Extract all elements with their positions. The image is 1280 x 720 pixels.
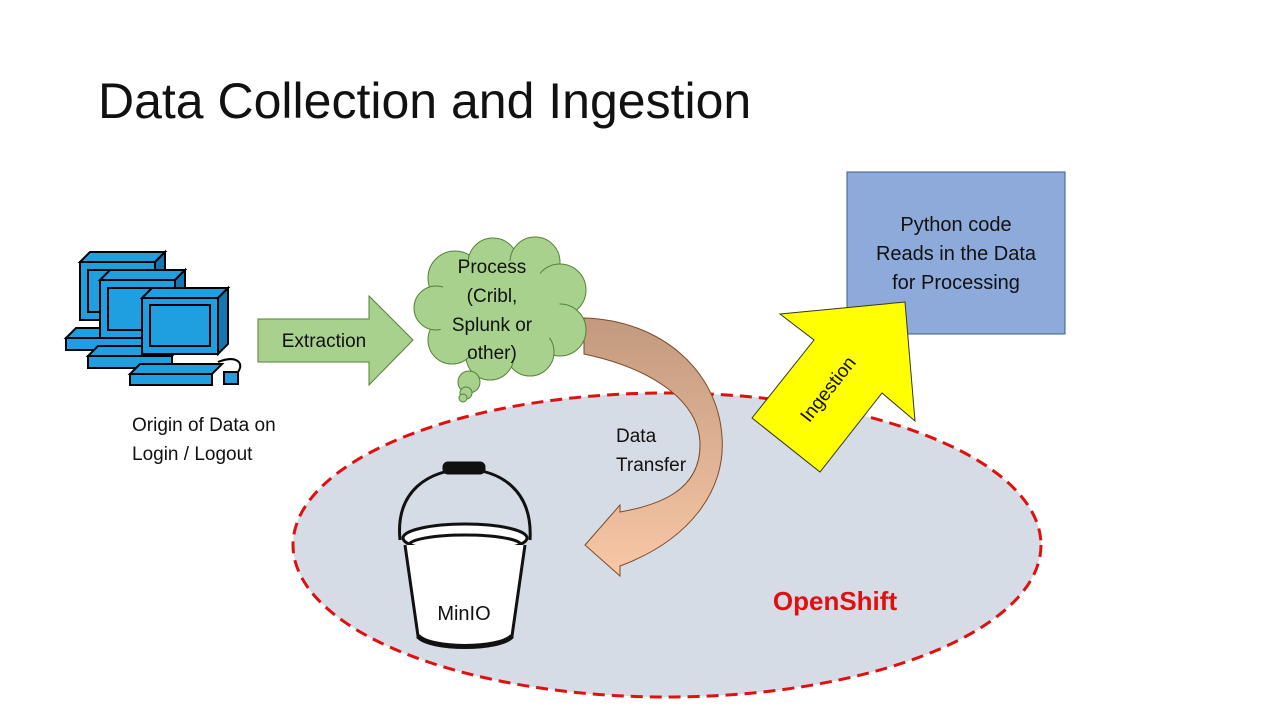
extraction-arrow bbox=[257, 294, 414, 387]
process-label-line2: (Cribl, bbox=[467, 286, 518, 307]
python-code-label-line3: for Processing bbox=[892, 272, 1020, 294]
minio-label: MinIO bbox=[437, 603, 490, 625]
bucket-icon bbox=[398, 461, 532, 649]
computers-icon bbox=[63, 249, 242, 386]
python-code-label-line1: Python code bbox=[900, 214, 1011, 236]
slide-title: Data Collection and Ingestion bbox=[98, 73, 752, 129]
process-cloud bbox=[413, 236, 587, 403]
process-label-line4: other) bbox=[467, 343, 517, 364]
data-transfer-arrow bbox=[583, 317, 723, 578]
data-transfer-label-line1: Data bbox=[616, 426, 657, 447]
data-transfer-label-line2: Transfer bbox=[616, 455, 687, 476]
process-label-line1: Process bbox=[458, 257, 527, 278]
ingestion-arrow bbox=[751, 301, 916, 473]
origin-label-line2: Login / Logout bbox=[132, 444, 253, 465]
process-label-line3: Splunk or bbox=[452, 315, 533, 336]
python-code-label-line2: Reads in the Data bbox=[876, 243, 1037, 265]
extraction-label: Extraction bbox=[282, 331, 366, 352]
openshift-label: OpenShift bbox=[773, 586, 898, 616]
origin-label-line1: Origin of Data on bbox=[132, 415, 276, 436]
